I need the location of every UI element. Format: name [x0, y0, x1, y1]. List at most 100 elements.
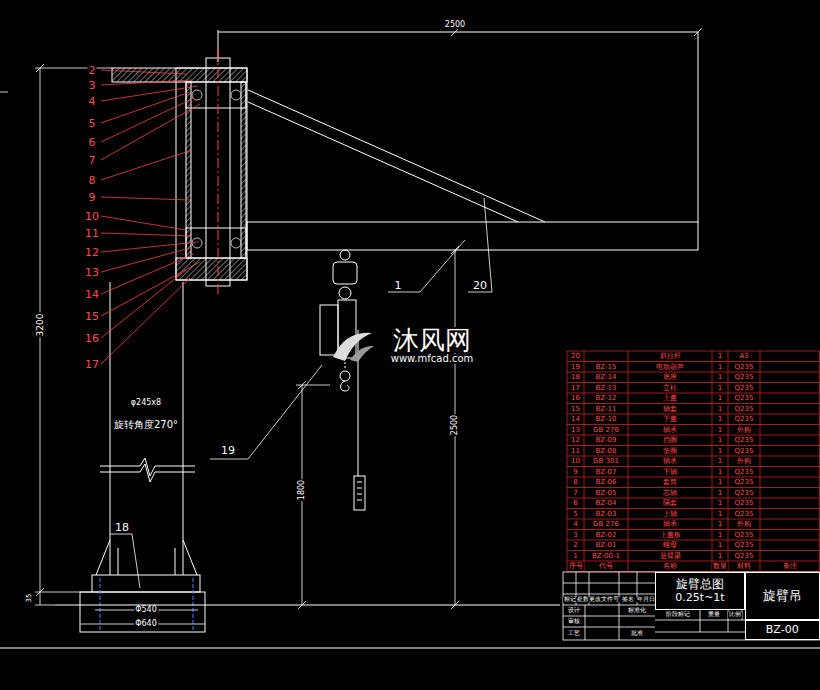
parts-table-cell: 8: [572, 479, 578, 486]
parts-table-cell: 隔套: [662, 500, 678, 507]
dimension-text: 2500: [451, 414, 459, 436]
parts-table-cell: BZ-10: [595, 416, 618, 423]
parts-table-cell: Q235: [734, 384, 755, 391]
parts-table-cell: 1: [717, 510, 723, 517]
leader-line: [110, 534, 140, 588]
parts-table-cell: 13: [570, 426, 581, 433]
leader-line: [101, 70, 200, 364]
title-block-text: 签名: [621, 597, 635, 603]
title-block-text: 年月日: [636, 597, 656, 603]
base: [92, 575, 200, 592]
parts-table-cell: BZ-11: [595, 405, 618, 412]
parts-table-cell: 9: [572, 468, 578, 475]
electric-hoist: [341, 381, 350, 391]
callout-number: 18: [114, 522, 130, 533]
title-block-grid: [563, 572, 820, 640]
parts-table-cell: 1: [717, 353, 723, 360]
parts-table-cell: BZ-03: [595, 510, 618, 517]
parts-table-cell: 上盖板: [659, 531, 682, 538]
parts-table-cell: Q235: [734, 405, 755, 412]
callout-number: 1: [394, 280, 403, 291]
parts-table-cell: Q235: [734, 552, 755, 559]
electric-hoist: [333, 262, 357, 284]
parts-table-cell: 材料: [736, 563, 752, 570]
parts-table-cell: Q235: [734, 468, 755, 475]
parts-table-cell: BZ-15: [595, 363, 618, 370]
dimension-text: 2500: [444, 21, 466, 29]
dimension-text: Φ640: [134, 620, 158, 628]
dimension-text: φ245x8: [130, 399, 162, 407]
title-block-grid: [563, 572, 820, 640]
title-block-text: 标准化: [627, 608, 647, 614]
base: [55, 605, 560, 606]
dimension-text: 1800: [298, 479, 306, 501]
parts-table-cell: BZ-04: [595, 500, 618, 507]
watermark-text: www.mfcad.com: [390, 354, 475, 364]
parts-table-cell: 1: [717, 489, 723, 496]
callout-number: 13: [84, 267, 100, 278]
parts-table-cell: 下盖: [662, 416, 678, 423]
parts-table-cell: GB 276: [592, 521, 620, 528]
parts-table-cell: Q235: [734, 510, 755, 517]
slewing-housing: [192, 238, 202, 248]
callout-number: 16: [84, 333, 100, 344]
parts-table-cell: 17: [570, 384, 581, 391]
callout-number: 20: [472, 280, 488, 291]
parts-table-cell: 14: [570, 416, 581, 423]
title-block-text: 设计: [567, 608, 581, 614]
parts-table-cell: 1: [717, 458, 723, 465]
electric-hoist: [357, 482, 362, 500]
parts-table-cell: 6: [572, 500, 578, 507]
callout-number: 11: [84, 228, 100, 239]
callout-number: 10: [84, 211, 100, 222]
dimension-line: [0, 28, 702, 609]
parts-table-cell: Q235: [734, 531, 755, 538]
watermark-logo: [333, 333, 374, 362]
parts-table-cell: 5: [572, 510, 578, 517]
callout-number: 5: [88, 118, 97, 129]
slewing-housing: [176, 68, 247, 280]
parts-table-cell: 轴承: [662, 521, 678, 528]
parts-table-cell: Q235: [734, 542, 755, 549]
parts-table-cell: Q235: [734, 479, 755, 486]
parts-table-cell: 备注: [782, 563, 798, 570]
parts-table-cell: 1: [717, 426, 723, 433]
parts-table-cell: 3: [572, 531, 578, 538]
callout-number: 12: [84, 247, 100, 258]
dimension-text: 35: [26, 593, 33, 604]
column: [100, 464, 195, 482]
dimension-text: Φ540: [134, 606, 158, 614]
slewing-housing: [112, 50, 247, 296]
parts-table-cell: BZ-08: [595, 447, 618, 454]
parts-table-cell: 垫圈: [662, 447, 678, 454]
parts-table-cell: GB 276: [592, 426, 620, 433]
parts-table-cell: BZ-00-1: [591, 552, 621, 559]
callout-number: 15: [84, 311, 100, 322]
title-block-text: 批准: [630, 631, 644, 637]
parts-table-cell: 轴套: [662, 405, 678, 412]
parts-table-cell: 代号: [598, 563, 614, 570]
parts-table-cell: 1: [717, 437, 723, 444]
parts-table-cell: 1: [717, 363, 723, 370]
watermark-logo: [350, 346, 374, 362]
parts-table-cell: 12: [570, 437, 581, 444]
dimension-line: [0, 92, 8, 93]
title-block-cell: 旋臂吊: [745, 572, 820, 620]
parts-table-cell: 1: [717, 395, 723, 402]
callout-number: 2: [88, 65, 97, 76]
title-text: 旋臂总图: [676, 578, 724, 592]
parts-table-cell: 18: [570, 374, 581, 381]
callout-number: 6: [88, 137, 97, 148]
parts-table-cell: 1: [717, 384, 723, 391]
title-block-text: 标记: [563, 597, 577, 603]
parts-table-cell: 下轴: [662, 468, 678, 475]
callout-number: 19: [220, 445, 236, 456]
parts-table-cell: BZ-09: [595, 437, 618, 444]
jib-arm: [247, 222, 698, 250]
parts-table-cell: 1: [717, 479, 723, 486]
parts-table-cell: 电动葫芦: [655, 363, 685, 370]
title-text: 旋臂吊: [763, 589, 802, 604]
callout-number: 17: [84, 359, 100, 370]
parts-table-cell: 1: [717, 542, 723, 549]
